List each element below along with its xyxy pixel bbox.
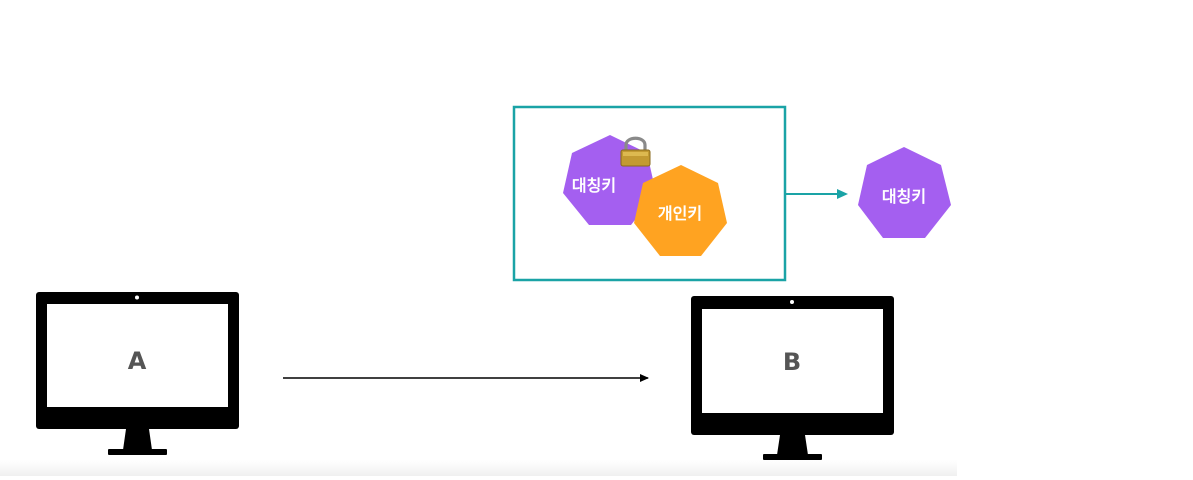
computer-a: A (36, 292, 239, 455)
computer-b-screen (702, 309, 883, 413)
computer-a-screen (47, 304, 228, 407)
lock-shackle (624, 136, 647, 152)
bottom-margin (0, 460, 957, 476)
computer-a-base (108, 449, 167, 455)
symmetric-key-label: 대칭키 (572, 176, 616, 195)
encrypted-envelope-box (512, 105, 787, 282)
output-symmetric-key-heptagon (858, 147, 951, 238)
output-symmetric-key-shape: 대칭키 (858, 147, 951, 238)
private-key-label: 개인키 (658, 204, 702, 223)
computer-a-label: A (128, 347, 147, 375)
lock-icon (620, 136, 651, 167)
lock-body-highlight (623, 152, 648, 156)
computer-b-stand (777, 435, 808, 455)
computer-b-base (763, 454, 822, 460)
computer-a-stand (123, 429, 152, 450)
computer-b-label: B (783, 348, 801, 376)
private-key-heptagon (634, 165, 727, 256)
private-key-shape: 개인키 (634, 165, 727, 256)
computer-a-webcam (135, 295, 139, 300)
right-margin (957, 0, 1193, 476)
computer-b: B (691, 296, 894, 460)
computer-b-webcam (790, 300, 794, 304)
output-symmetric-key-label: 대칭키 (882, 187, 926, 206)
